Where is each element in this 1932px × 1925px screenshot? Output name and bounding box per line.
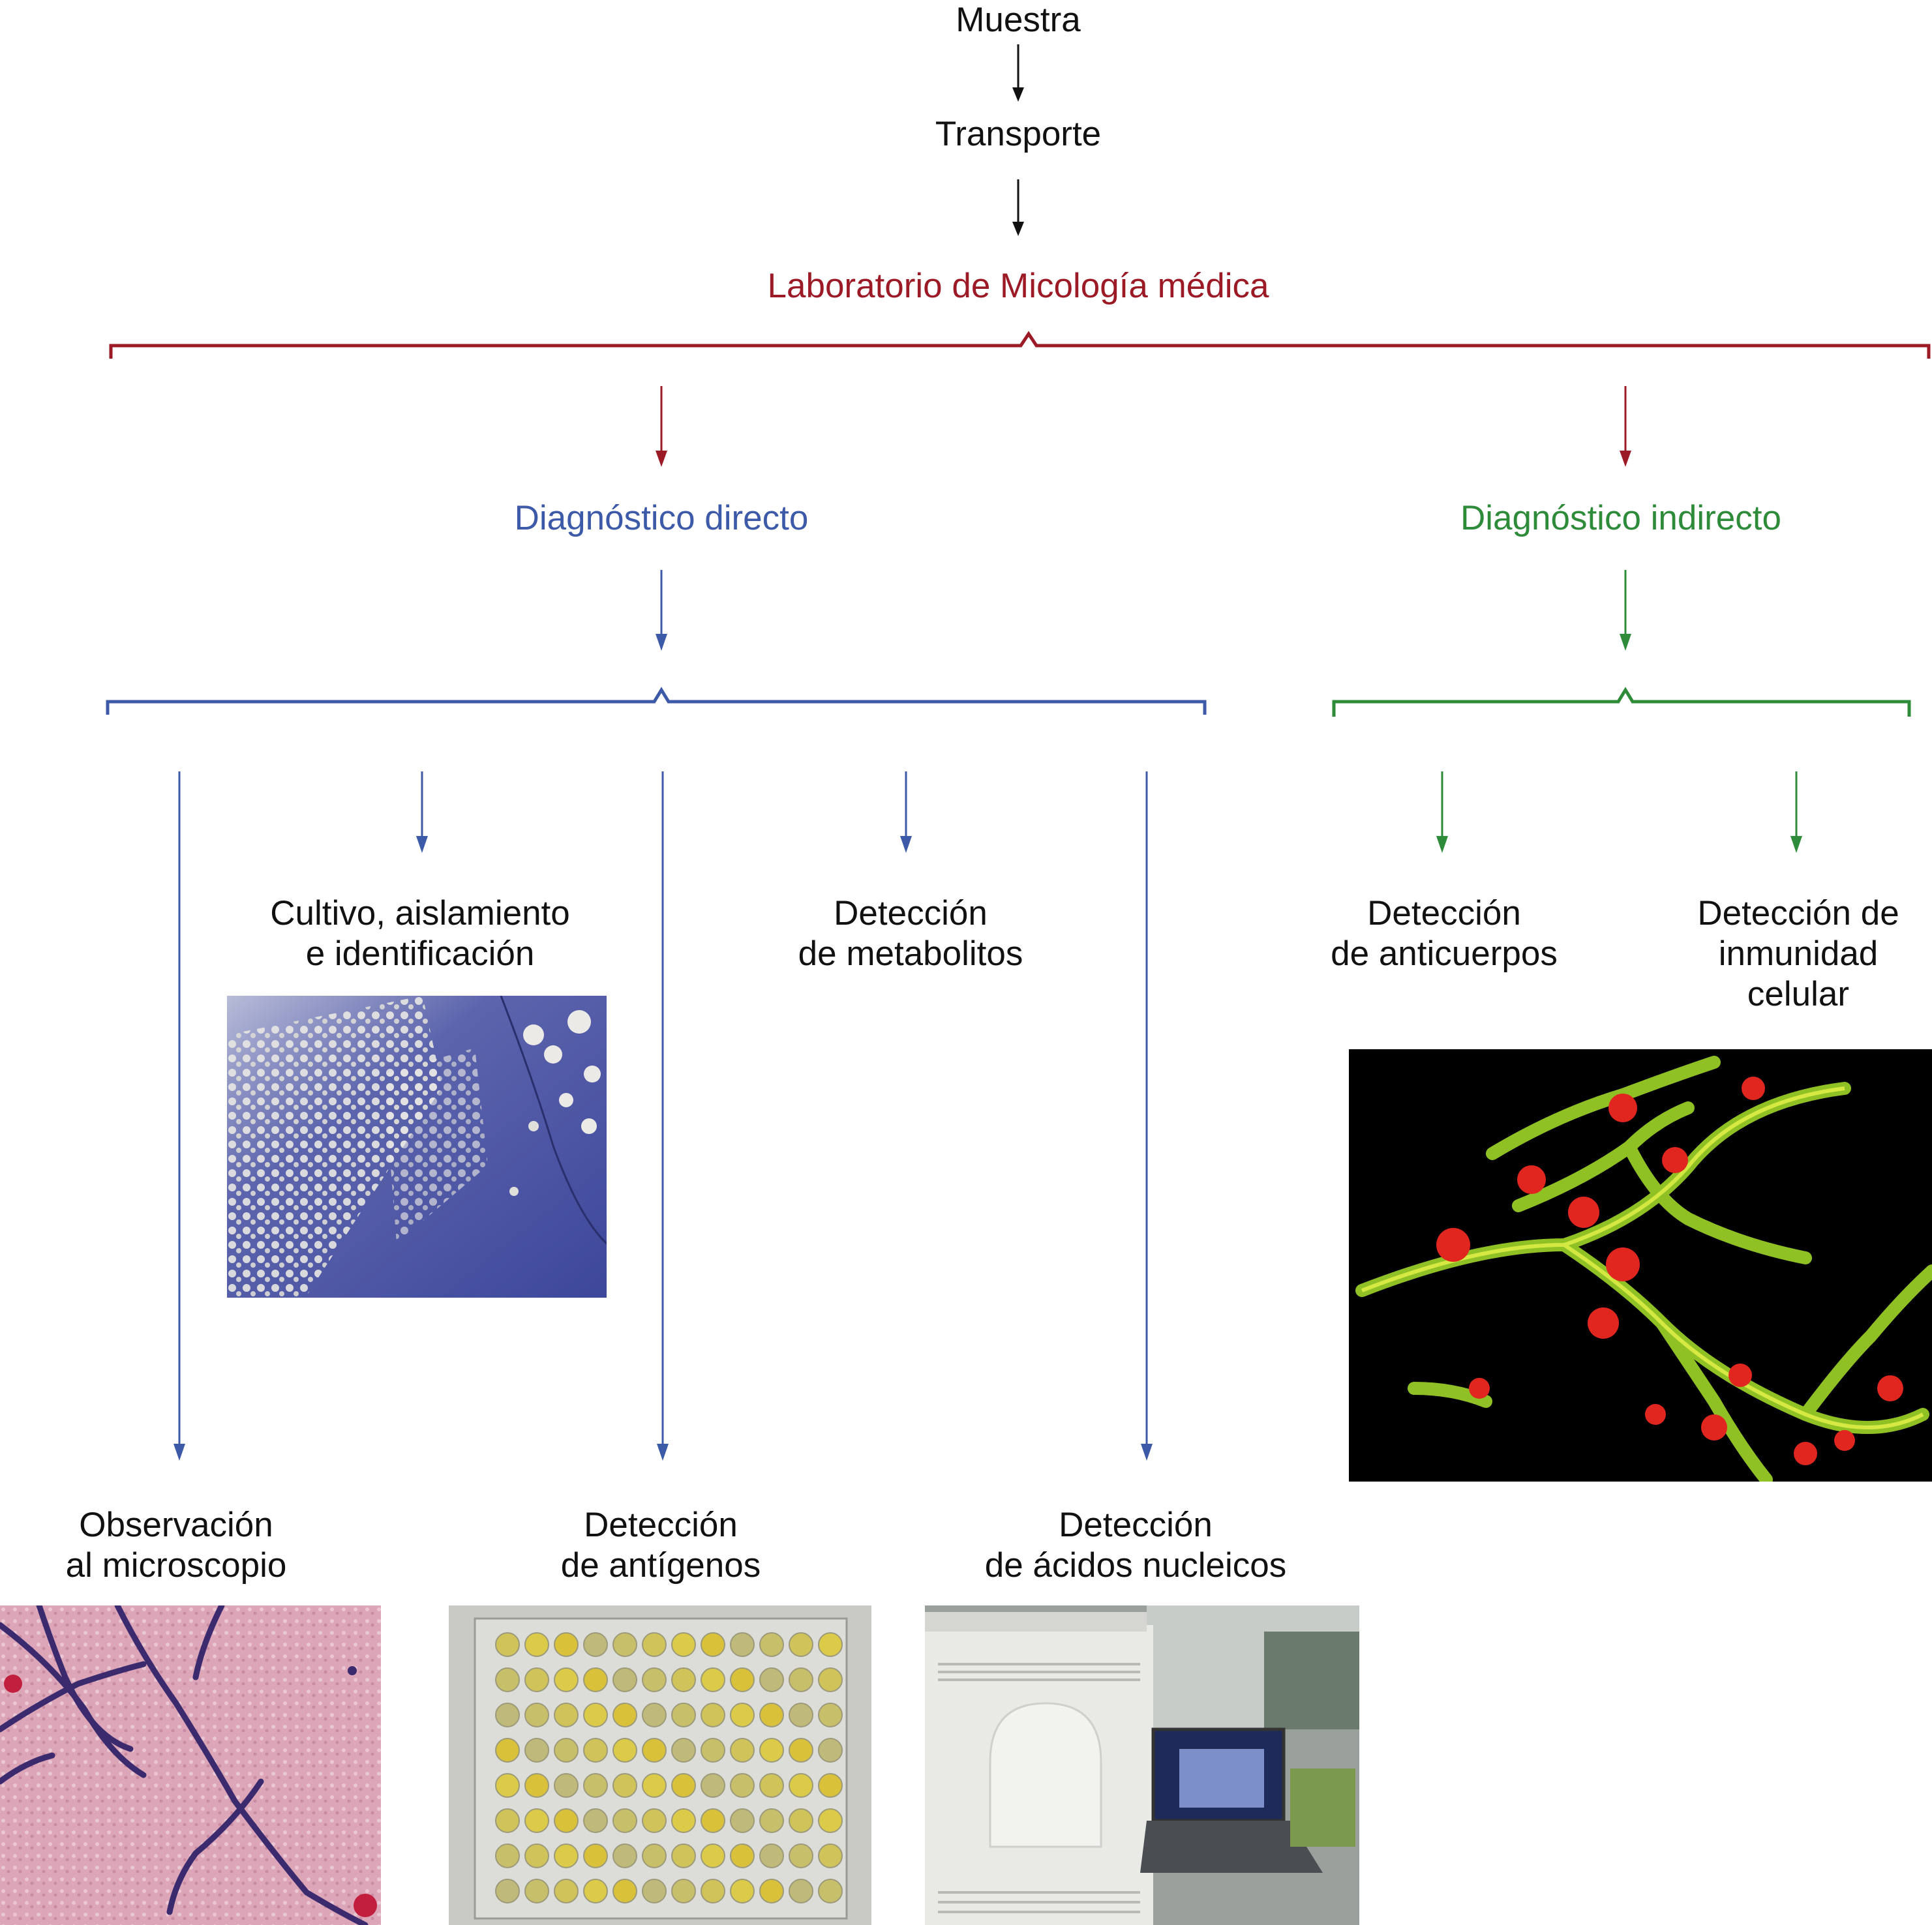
arrow-transporte-to-laboratorio xyxy=(1012,179,1024,236)
arrow-to-microscopio xyxy=(174,771,185,1461)
arrow-to-indirecto xyxy=(1620,386,1631,467)
antigenos-label: Detección de antígenos xyxy=(560,1506,761,1585)
arrow-to-metabolitos xyxy=(900,771,912,853)
arrow-to-cultivo xyxy=(416,771,428,853)
arrow-to-anticuerpos xyxy=(1436,771,1448,853)
directo-brace xyxy=(106,687,1207,715)
laboratorio-label: Laboratorio de Micología médica xyxy=(767,267,1269,305)
arrow-to-antigenos xyxy=(657,771,669,1461)
inmunidad-label: Detección de inmunidad celular xyxy=(1697,894,1899,1013)
elisa-microplate-photo xyxy=(449,1605,871,1925)
cultivo-label: Cultivo, aislamiento e identificación xyxy=(270,894,570,973)
transporte-label: Transporte xyxy=(935,115,1102,153)
pcr-thermocycler-photo xyxy=(925,1605,1359,1925)
arrow-indirecto-down xyxy=(1620,570,1631,651)
metabolitos-label: Detección de metabolitos xyxy=(798,894,1023,973)
muestra-label: Muestra xyxy=(956,1,1081,39)
arrow-to-directo xyxy=(656,386,667,467)
arrow-directo-down xyxy=(656,570,667,651)
indirecto-brace xyxy=(1332,687,1911,717)
laboratorio-brace xyxy=(109,331,1931,359)
arrow-to-inmunidad xyxy=(1790,771,1802,853)
indirecto-label: Diagnóstico indirecto xyxy=(1460,499,1781,537)
arrow-to-acidos xyxy=(1141,771,1153,1461)
culture-plate-photo xyxy=(227,996,607,1298)
anticuerpos-label: Detección de anticuerpos xyxy=(1331,894,1558,973)
fluorescence-microscopy-photo xyxy=(1349,1049,1932,1482)
microscopio-label: Observación al microscopio xyxy=(65,1506,287,1585)
stained-hyphae-microscopy-photo xyxy=(0,1605,381,1925)
arrow-muestra-to-transporte xyxy=(1012,44,1024,102)
acidos-label: Detección de ácidos nucleicos xyxy=(984,1506,1287,1585)
directo-label: Diagnóstico directo xyxy=(514,499,809,537)
